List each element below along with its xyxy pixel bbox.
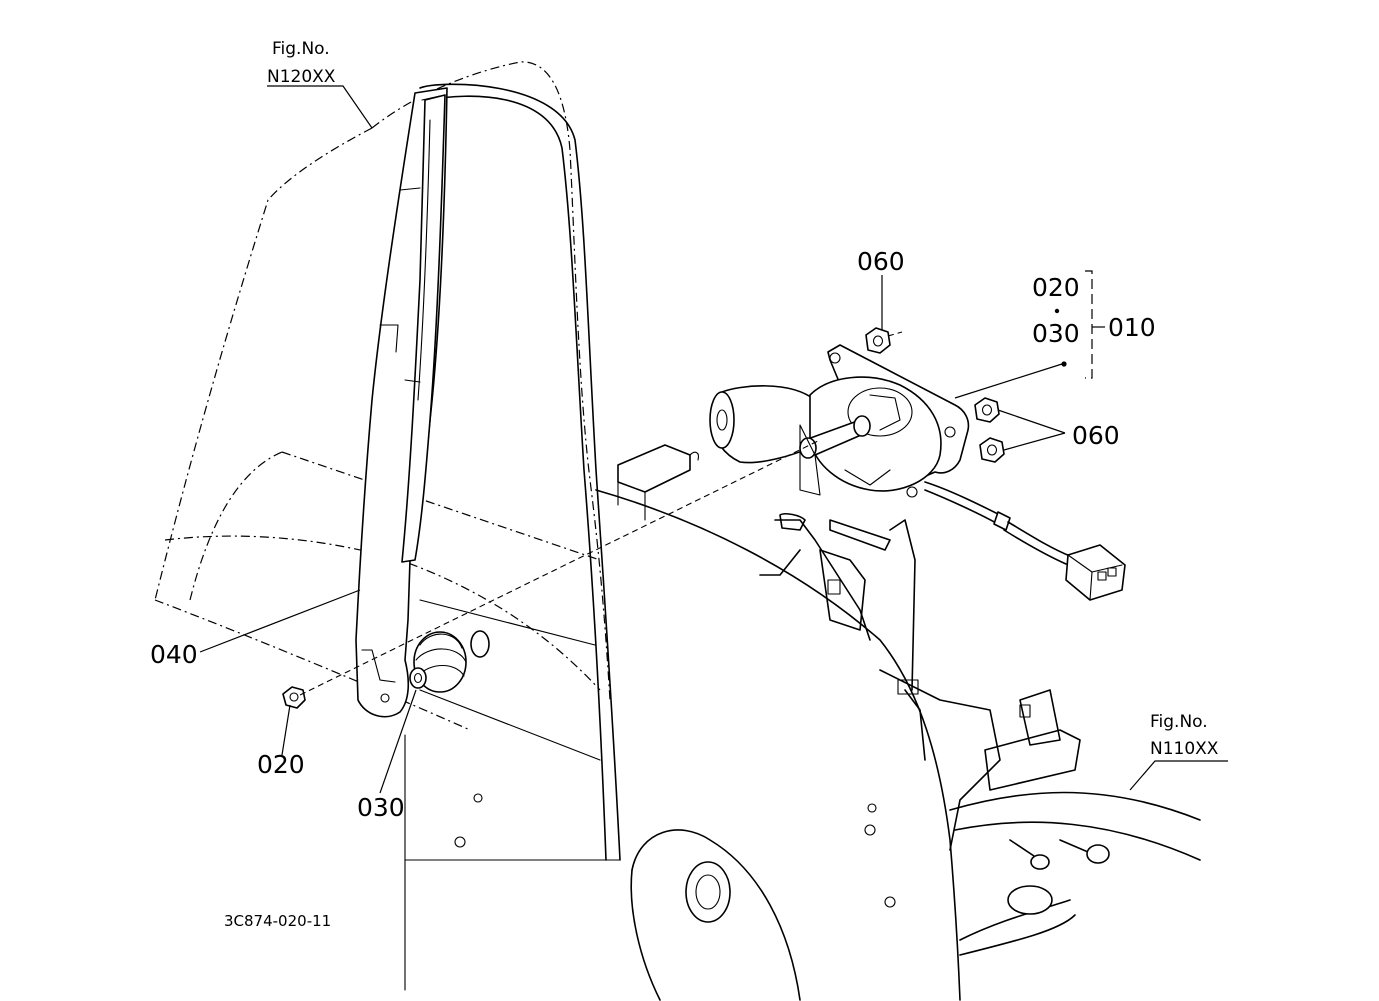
callout-060-right: 060	[1072, 421, 1120, 450]
mount-box	[617, 444, 699, 521]
rear-window-outline	[154, 61, 611, 731]
callout-010: 010	[1108, 313, 1156, 342]
callout-040: 040	[150, 640, 198, 669]
leader-lines	[199, 85, 1228, 794]
figure-ref-top-code: N120XX	[267, 67, 336, 87]
callout-020-group: 020	[1032, 273, 1080, 302]
cabin-rear-panel	[404, 83, 961, 1001]
figure-ref-right-code: N110XX	[1150, 739, 1219, 759]
assembly-axis	[299, 331, 903, 696]
figure-ref-right: Fig.No. N110XX	[1150, 712, 1219, 759]
callout-020: 020	[257, 750, 305, 779]
nut-060-upper-right	[974, 397, 1000, 423]
callout-030-group: 030	[1032, 319, 1080, 348]
figure-ref-top-prefix: Fig.No.	[272, 39, 330, 59]
nut-060-lower-right	[979, 437, 1005, 463]
wiper-boot	[409, 630, 490, 693]
rear-wheel	[630, 829, 801, 1001]
figure-ref-right-prefix: Fig.No.	[1150, 712, 1208, 732]
wiper-arm	[355, 87, 448, 718]
figure-ref-top: Fig.No. N120XX	[267, 39, 336, 87]
wiper-motor	[709, 344, 1126, 601]
document-number: 3C874-020-11	[224, 912, 331, 930]
nut-060-top	[865, 327, 891, 354]
frame-bracket	[759, 513, 1201, 956]
nut-020	[282, 686, 306, 709]
callout-060-top: 060	[857, 247, 905, 276]
callout-030: 030	[357, 793, 405, 822]
